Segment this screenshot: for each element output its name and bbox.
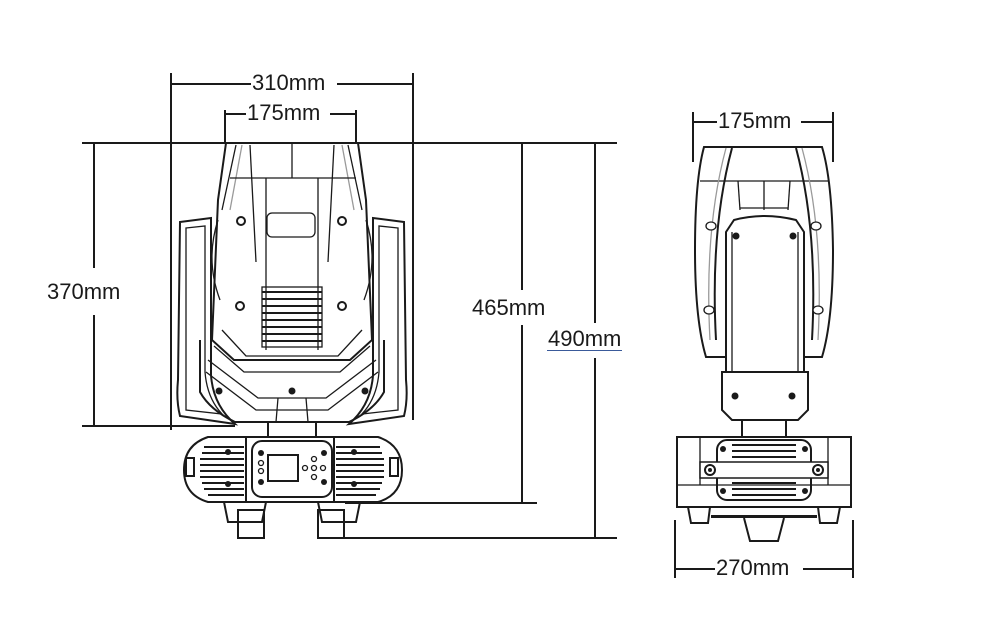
side-view-base [676, 436, 852, 542]
head-vent-grille [261, 286, 323, 348]
dim-head-width: 175mm [246, 100, 322, 125]
dim-overall-width: 310mm [251, 70, 327, 95]
dim-side-base-depth: 270mm [715, 555, 791, 580]
side-view-head [693, 146, 835, 437]
dim-overall-height: 490mm [547, 326, 623, 351]
dim-head-height: 370mm [46, 279, 122, 304]
dim-height-to-base: 465mm [471, 295, 547, 320]
control-panel [245, 437, 335, 502]
front-view-base [182, 422, 404, 539]
front-view-head [176, 142, 408, 426]
lcd-display-icon [267, 454, 299, 482]
base-right-grille [336, 446, 384, 496]
dim-side-head-depth: 175mm [717, 108, 793, 133]
base-left-grille [200, 446, 244, 496]
side-dimension-lines [674, 112, 854, 578]
